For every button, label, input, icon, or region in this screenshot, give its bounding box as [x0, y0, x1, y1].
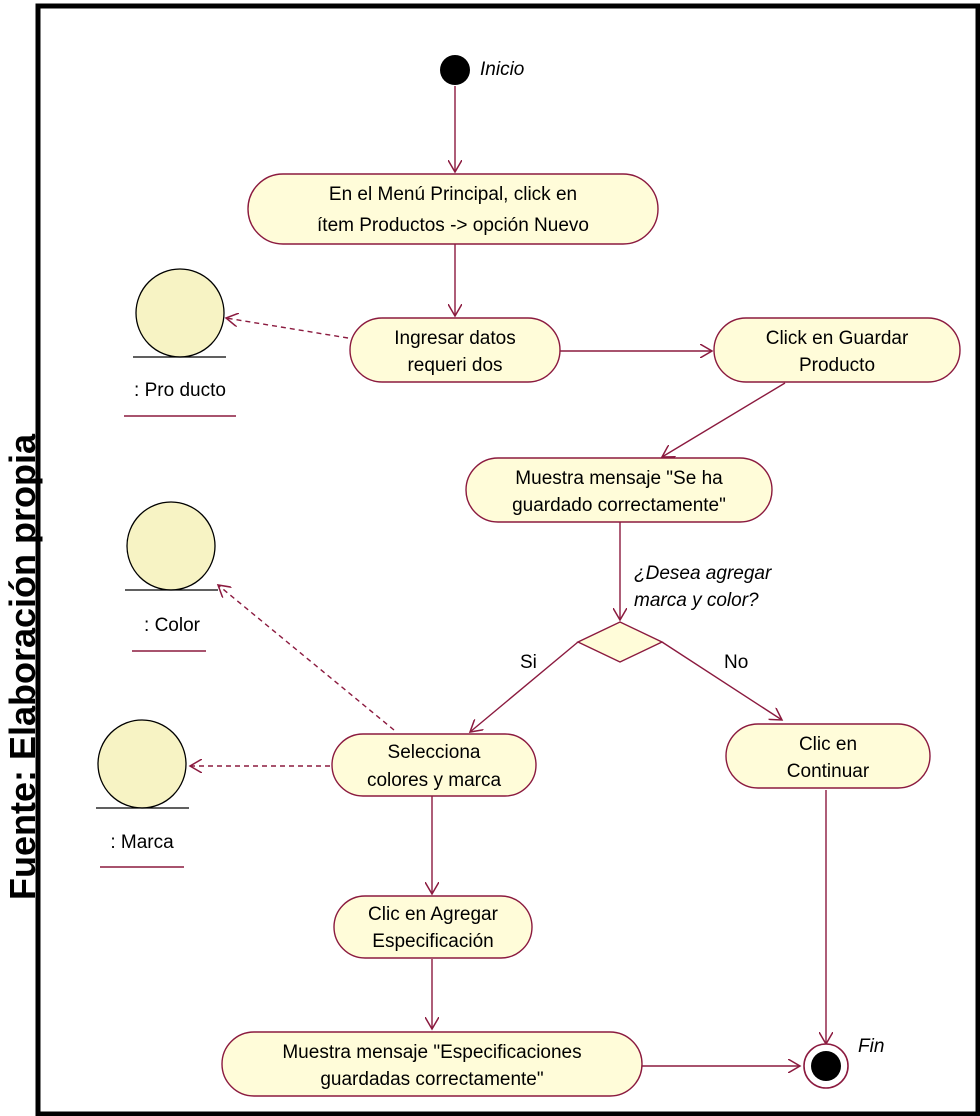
object-color: : Color — [125, 501, 218, 652]
decision-question-line1: ¿Desea agregar — [634, 563, 772, 584]
activity-guardar-producto: Click en Guardar Producto — [713, 317, 961, 383]
activity-mensaje-guardado: Muestra mensaje "Se ha guardado correcta… — [465, 457, 773, 523]
decision-no-label: No — [724, 652, 748, 673]
start-label: Inicio — [480, 59, 524, 80]
edge-decision-yes — [470, 641, 579, 732]
activity-mensaje-especificaciones: Muestra mensaje "Especificaciones guarda… — [221, 1031, 643, 1097]
activity-selecciona-colores-line2: colores y marca — [367, 770, 502, 791]
edge-act3-to-act4 — [662, 382, 786, 457]
activity-mensaje-especificaciones-line1: Muestra mensaje "Especificaciones — [282, 1042, 581, 1063]
object-producto: : Pro ducto — [124, 268, 236, 417]
activity-menu-productos: En el Menú Principal, click en ítem Prod… — [247, 173, 659, 245]
edge-decision-no — [661, 641, 782, 720]
end-node-core — [811, 1051, 841, 1081]
object-marca-label: : Marca — [110, 832, 174, 853]
frame-border — [35, 3, 980, 1116]
activity-agregar-especificacion-line2: Especificación — [372, 931, 493, 952]
activity-ingresar-datos: Ingresar datos requeri dos — [349, 317, 561, 383]
activity-menu-productos-line2: ítem Productos -> opción Nuevo — [317, 215, 589, 236]
flow-act2-to-producto — [226, 318, 349, 339]
activity-selecciona-colores-line1: Selecciona — [388, 742, 481, 763]
activity-guardar-producto-line1: Click en Guardar — [766, 328, 909, 349]
object-color-label: : Color — [144, 615, 201, 636]
activity-clic-continuar-line2: Continuar — [787, 761, 870, 782]
activity-clic-continuar-line1: Clic en — [799, 734, 857, 755]
source-caption-text: Fuente: Elaboración propia — [2, 433, 43, 900]
start-node — [440, 55, 470, 85]
decision-diamond — [576, 621, 664, 663]
flow-act5-to-color — [218, 585, 395, 731]
activity-mensaje-guardado-line1: Muestra mensaje "Se ha — [515, 468, 723, 489]
activity-guardar-producto-line2: Producto — [799, 355, 875, 376]
source-caption: Fuente: Elaboración propia — [2, 380, 43, 900]
end-label: Fin — [858, 1036, 884, 1057]
activity-clic-continuar: Clic en Continuar — [725, 723, 931, 789]
activity-agregar-especificacion-line1: Clic en Agregar — [368, 904, 499, 925]
activity-ingresar-datos-line2: requeri dos — [407, 355, 502, 376]
activity-agregar-especificacion: Clic en Agregar Especificación — [333, 895, 533, 959]
decision-yes-label: Si — [520, 652, 537, 673]
activity-mensaje-especificaciones-line2: guardadas correctamente" — [320, 1069, 543, 1090]
object-marca: : Marca — [96, 719, 189, 868]
object-producto-label: : Pro ducto — [134, 380, 226, 401]
activity-ingresar-datos-line1: Ingresar datos — [394, 328, 515, 349]
decision-question-line2: marca y color? — [634, 590, 759, 611]
activity-mensaje-guardado-line2: guardado correctamente" — [512, 495, 726, 516]
activity-selecciona-colores: Selecciona colores y marca — [331, 733, 537, 797]
activity-menu-productos-line1: En el Menú Principal, click en — [329, 184, 577, 205]
